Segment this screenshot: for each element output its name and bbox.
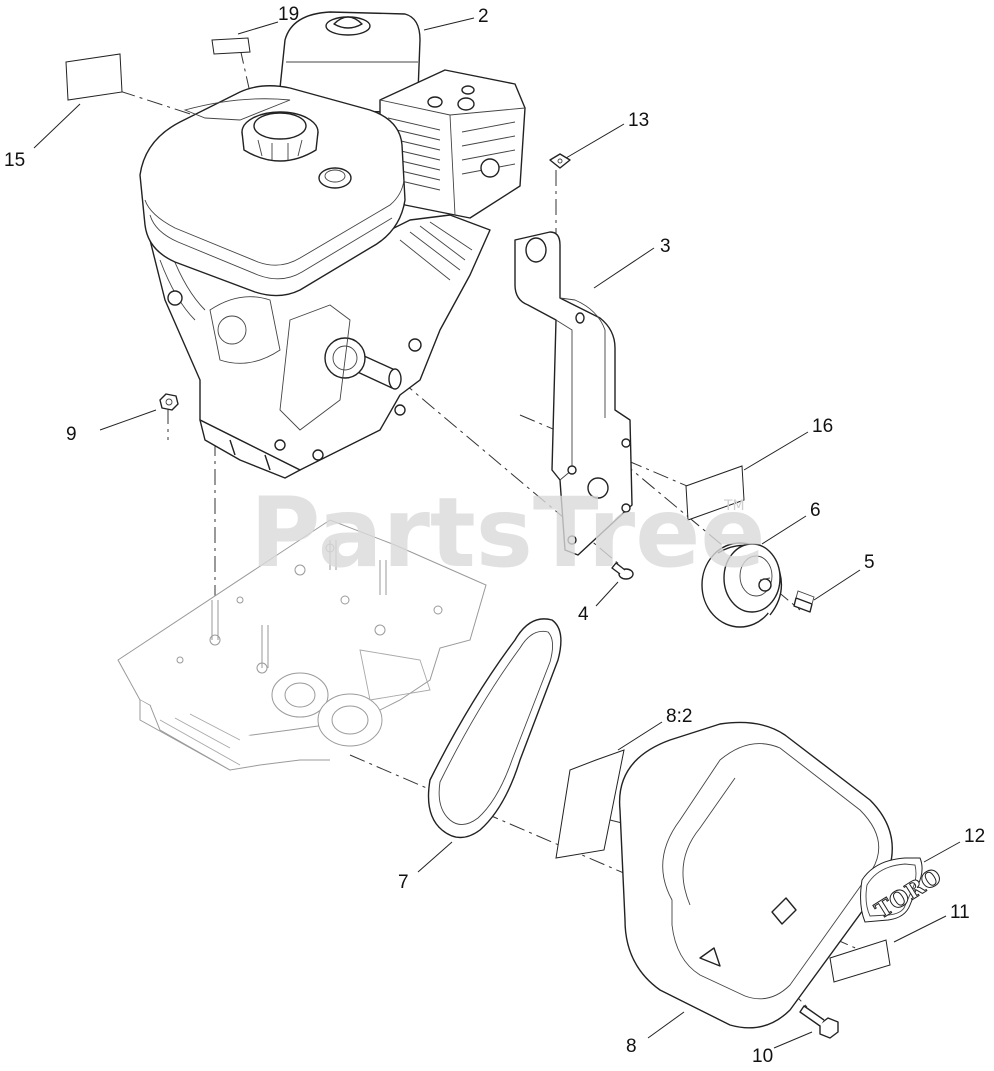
callout-10[interactable]: 9 bbox=[66, 424, 77, 445]
engine-tank bbox=[139, 85, 406, 297]
fuel-tank bbox=[279, 11, 421, 113]
watermark-trademark: TM bbox=[723, 498, 745, 514]
callout-19[interactable]: 19 bbox=[278, 4, 299, 25]
callout-6[interactable]: 6 bbox=[810, 500, 821, 521]
screw-part-4 bbox=[611, 562, 634, 580]
key-part-5 bbox=[793, 590, 815, 613]
callout-9[interactable]: 10 bbox=[752, 1046, 773, 1067]
callout-13[interactable]: 13 bbox=[628, 110, 649, 131]
decal-part-11 bbox=[829, 939, 891, 983]
callout-7[interactable]: 7 bbox=[398, 872, 409, 893]
callout-12[interactable]: 12 bbox=[964, 826, 985, 847]
nut-part-10 bbox=[159, 393, 179, 411]
callout-16[interactable]: 16 bbox=[812, 416, 833, 437]
v-belt-part-7 bbox=[427, 618, 562, 839]
clip-part-13 bbox=[549, 153, 571, 169]
callout-labels: 19 2 15 13 3 9 16 6 5 4 8:2 7 12 11 8 10 bbox=[4, 4, 985, 1067]
muffler-guard bbox=[379, 69, 526, 219]
callout-8-2[interactable]: 8:2 bbox=[666, 706, 692, 727]
decal-part-19 bbox=[211, 37, 251, 55]
callout-2[interactable]: 2 bbox=[478, 6, 489, 27]
frame-plate-ghost bbox=[117, 519, 487, 771]
callout-5[interactable]: 5 bbox=[864, 552, 875, 573]
leader-lines bbox=[33, 17, 961, 1049]
mounting-bracket bbox=[514, 231, 633, 556]
watermark: PartsTree bbox=[250, 477, 765, 589]
decal-part-8-2 bbox=[555, 749, 625, 859]
callout-4[interactable]: 4 bbox=[578, 604, 589, 625]
callout-11[interactable]: 11 bbox=[950, 902, 970, 923]
bolt-part-9 bbox=[799, 1005, 839, 1039]
decal-part-16 bbox=[685, 465, 745, 521]
callout-3[interactable]: 3 bbox=[660, 236, 671, 257]
callout-15[interactable]: 15 bbox=[4, 150, 25, 171]
decal-part-12: TORO bbox=[860, 857, 947, 925]
callout-8[interactable]: 8 bbox=[626, 1036, 637, 1057]
pulley-part-6 bbox=[701, 542, 783, 628]
decal-part-15 bbox=[65, 53, 123, 101]
belt-guard-part-8 bbox=[618, 721, 893, 1029]
